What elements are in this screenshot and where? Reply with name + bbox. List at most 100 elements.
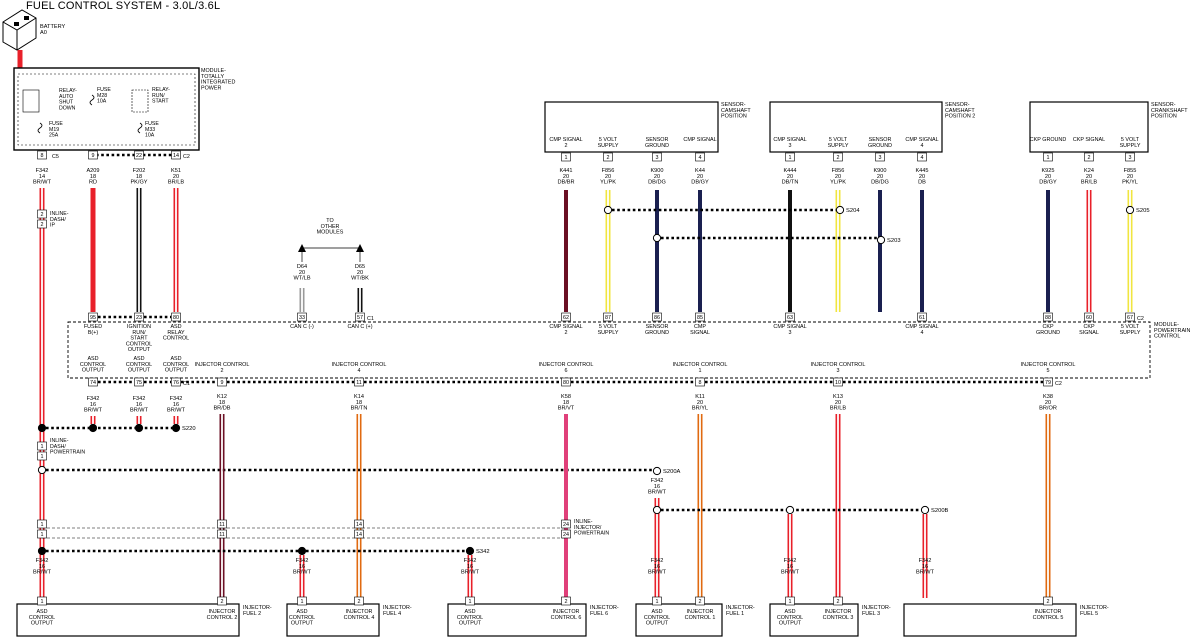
injector-pin-name: OUTPUT (459, 621, 482, 627)
wire-id-label: BR/OR (1039, 406, 1057, 412)
battery-terminal-icon (24, 16, 29, 20)
pcm-top-pin-number: 33 (299, 315, 305, 321)
injector-label: FUEL 3 (862, 611, 880, 617)
sensor-pin (875, 152, 885, 162)
pcm-bottom-pin-name: 5 (1047, 368, 1050, 374)
pcm-top-pin-number: 61 (919, 315, 925, 321)
sensor-pin-number: 2 (607, 155, 610, 161)
pcm-top-pin-name: CMP SIGNAL (773, 324, 806, 330)
injector-pin-name: ASD (651, 609, 662, 615)
wire-id-label: K900 (650, 168, 663, 174)
labels-layer: BATTERYA0MODULE-TOTALLYINTEGRATEDPOWERRE… (29, 24, 1191, 627)
injector-label: INJECTOR- (383, 605, 412, 611)
wire-id-label: F342 (296, 558, 309, 564)
tipm-pin (37, 150, 47, 160)
injector-box (16, 603, 240, 637)
wire-id-label: 20 (357, 270, 363, 276)
tipm-inner (17, 73, 196, 146)
inline-pin (37, 519, 47, 529)
sensor-pin-name: SUPPLY (828, 143, 849, 149)
sensor-pin-name: CMP SIGNAL (905, 137, 938, 143)
wire-id-label: A209 (86, 168, 99, 174)
splice-asd-3 (134, 423, 144, 433)
splice-s200a (652, 466, 662, 476)
tipm-label: POWER (201, 85, 221, 91)
injector-pin-name: CONTROL 4 (344, 615, 375, 621)
wire-id-label: K900 (873, 168, 886, 174)
splice-s204 (835, 205, 845, 215)
inline-pin (37, 529, 47, 539)
wire-id-label: 14 (39, 174, 45, 180)
pcm-top-pin-name: GROUND (1036, 330, 1060, 336)
injector-pin-number: 1 (469, 599, 472, 605)
sensor-pin-number: 1 (1047, 155, 1050, 161)
wire-id-label: 16 (922, 564, 928, 570)
injector-box (635, 603, 723, 637)
pcm-top-pin-name: 3 (789, 330, 792, 336)
sensor-pin-number: 2 (837, 155, 840, 161)
splice-s220 (171, 423, 181, 433)
inline-pin-number: 11 (219, 532, 225, 538)
pcm-top-pin (603, 312, 613, 322)
pcm-top-pin-name: CONTROL (163, 336, 189, 342)
conn-label: C2 (1055, 381, 1062, 387)
wire-id-label: DB/DG (871, 180, 889, 186)
sensor-pin (1043, 152, 1053, 162)
relay-run-start-icon (131, 89, 149, 113)
injector-box (286, 603, 380, 637)
pcm-bottom-pin-number: 76 (173, 380, 179, 386)
sensor-pin-name: SUPPLY (1120, 143, 1141, 149)
sensor-crankshaft-label: POSITION (1151, 114, 1177, 120)
sensor-pin-name: 5 VOLT (1121, 137, 1140, 143)
inline-pin (217, 529, 227, 539)
injector-pin-name: ASD (464, 609, 475, 615)
injector-pin-number: 2 (358, 599, 361, 605)
pcm-bottom-pin-name: 1 (699, 368, 702, 374)
wire-id-label: BR/WT (781, 570, 800, 576)
sensor-pin (1084, 152, 1094, 162)
sensor-camshaft-2 (769, 101, 943, 153)
relay-asd-label: DOWN (59, 105, 76, 111)
fuse-m19-label: FUSE (49, 121, 63, 127)
wire-id-label: F342 (36, 168, 49, 174)
wire-id-label: F856 (832, 168, 845, 174)
inline-pin-number: 14 (356, 532, 362, 538)
pcm-bottom-pin-name: INJECTOR CONTROL (811, 362, 866, 368)
pcm-top-pin-number: 67 (1127, 315, 1133, 321)
wire-id-label: F342 (651, 478, 664, 484)
wire-id-label: 20 (563, 174, 569, 180)
injector-label: FUEL 5 (1080, 611, 1098, 617)
wire-id-label: 20 (1086, 174, 1092, 180)
wire-id-label: WT/LB (293, 276, 310, 282)
conn-label: C5 (52, 154, 59, 160)
splice-200a-a (37, 465, 47, 475)
conn-label: C2 (1137, 316, 1144, 322)
wire-id-label: DB/TN (782, 180, 799, 186)
wire-id-label: BR/WT (648, 570, 667, 576)
can-to-other-label: MODULES (317, 230, 344, 236)
wire-id-label: 20 (877, 174, 883, 180)
wire-id-label: K925 (1041, 168, 1054, 174)
wire-id-label: BR/WT (648, 490, 667, 496)
pcm-bottom-pin-number: 10 (835, 380, 841, 386)
tipm-pin (134, 150, 144, 160)
sensor-pin-name: CMP SIGNAL (773, 137, 806, 143)
fuse-m28-label: FUSE (97, 87, 111, 93)
sensor-crankshaft (1029, 101, 1149, 153)
wire-id-label: BR/WT (84, 408, 103, 414)
page-title: FUEL CONTROL SYSTEM - 3.0L/3.6L (26, 0, 221, 12)
pcm-bottom-pin-name: OUTPUT (82, 368, 105, 374)
injector-pin-number: 2 (565, 599, 568, 605)
fuse-m33-label: FUSE (145, 121, 159, 127)
pcm-top-pin-number: 95 (90, 315, 96, 321)
fuse-icon (89, 94, 95, 106)
conn-label: C1 (367, 316, 374, 322)
pcm-bottom-pin-name: CONTROL (126, 362, 152, 368)
pcm-top-pin (134, 312, 144, 322)
pcm-top-pin (561, 312, 571, 322)
injector-pin-number: 1 (301, 599, 304, 605)
fuse-m28-label: 10A (97, 99, 107, 105)
pcm-top-pin-name: SUPPLY (1120, 330, 1141, 336)
injector-pin-name: OUTPUT (646, 621, 669, 627)
can-to-other-label: OTHER (321, 224, 340, 230)
